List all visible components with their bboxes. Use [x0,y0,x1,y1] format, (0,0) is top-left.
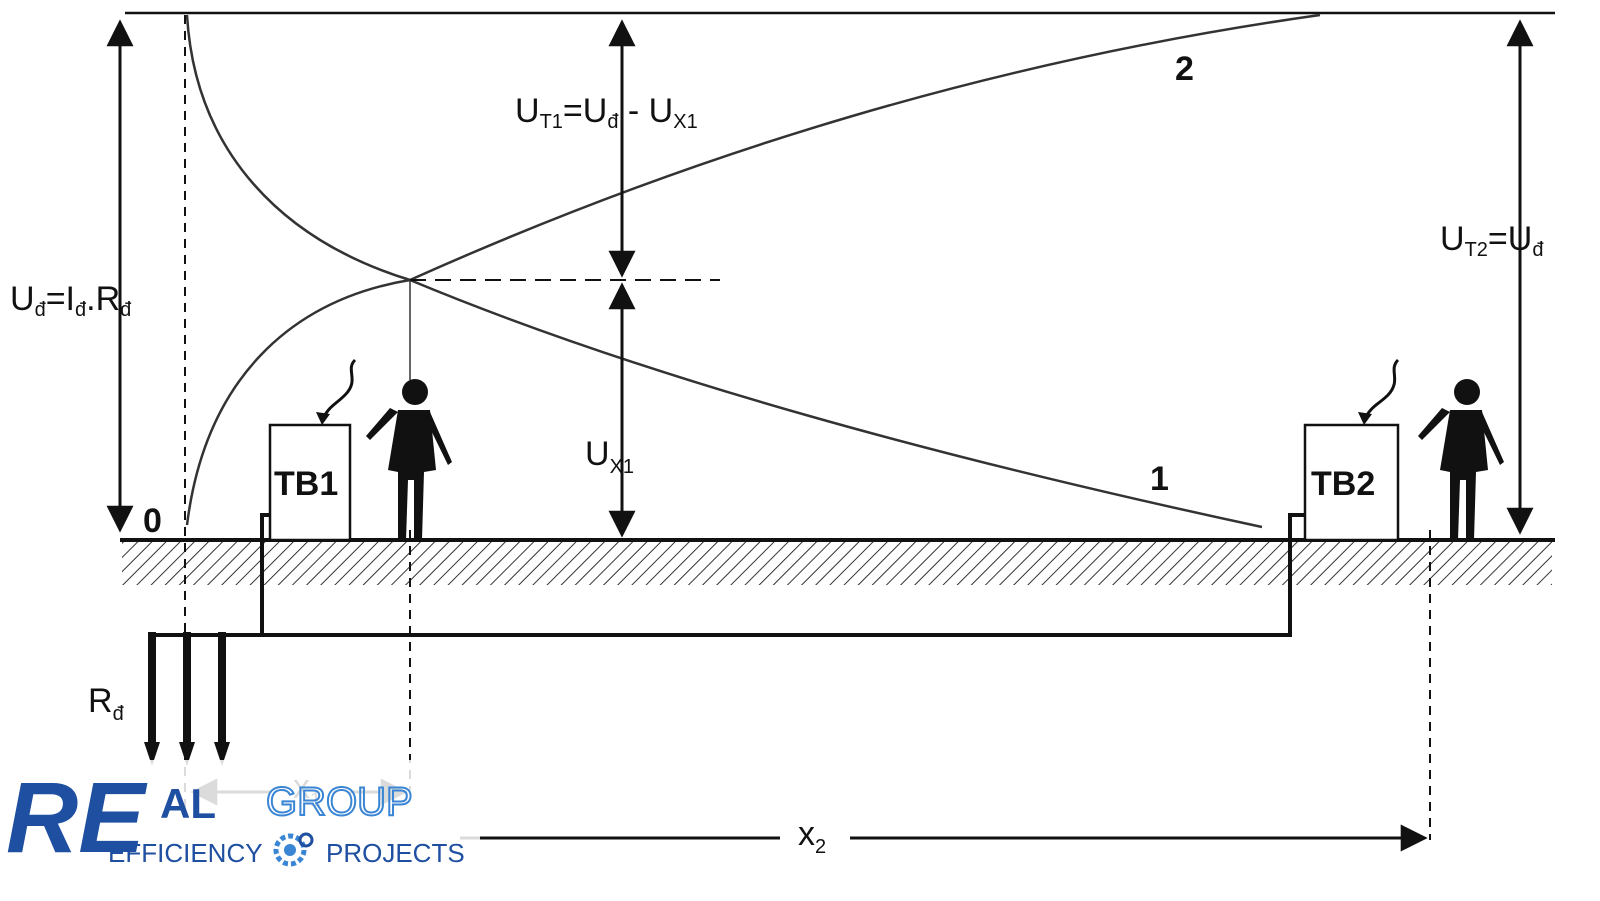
curve-2 [185,13,1321,526]
logo-group: GROUP [266,780,413,824]
earth-conductor [150,513,1305,637]
x2-label: x2 [798,815,826,858]
tb1-box [268,423,352,542]
tb2-box [1303,423,1400,542]
tb2-lightning-icon [1362,358,1400,421]
real-group-logo: RE AL GROUP EFFICIENCY PROJECTS [0,760,480,901]
zero-label: 0 [143,502,162,540]
person-1-icon [366,379,452,540]
logo-big-letters: RE [6,762,148,874]
tb2-label: TB2 [1311,465,1375,503]
ground-hatch [122,540,1552,585]
rd-label: Rđ [88,682,125,725]
curve-1 [185,14,1263,529]
ut1-label: UT1=Uđ - UX1 [515,92,698,133]
gear-icon [273,832,314,867]
tb1-label: TB1 [274,465,338,503]
tb1-lightning-icon [320,358,357,421]
curve-2-label: 2 [1175,50,1194,88]
grounding-rods [144,632,230,766]
ud-label: Uđ=Iđ.Rđ [10,280,132,321]
tb1-ground-link [260,513,270,635]
logo-mid-letters: AL [160,780,216,827]
ut2-label: UT2=Uđ [1440,220,1544,261]
person-2-icon [1418,379,1504,540]
logo-projects: PROJECTS [326,838,465,868]
logo-efficiency: EFFICIENCY [108,838,263,868]
curve-1-label: 1 [1150,460,1169,498]
ux1-label: UX1 [585,435,634,478]
